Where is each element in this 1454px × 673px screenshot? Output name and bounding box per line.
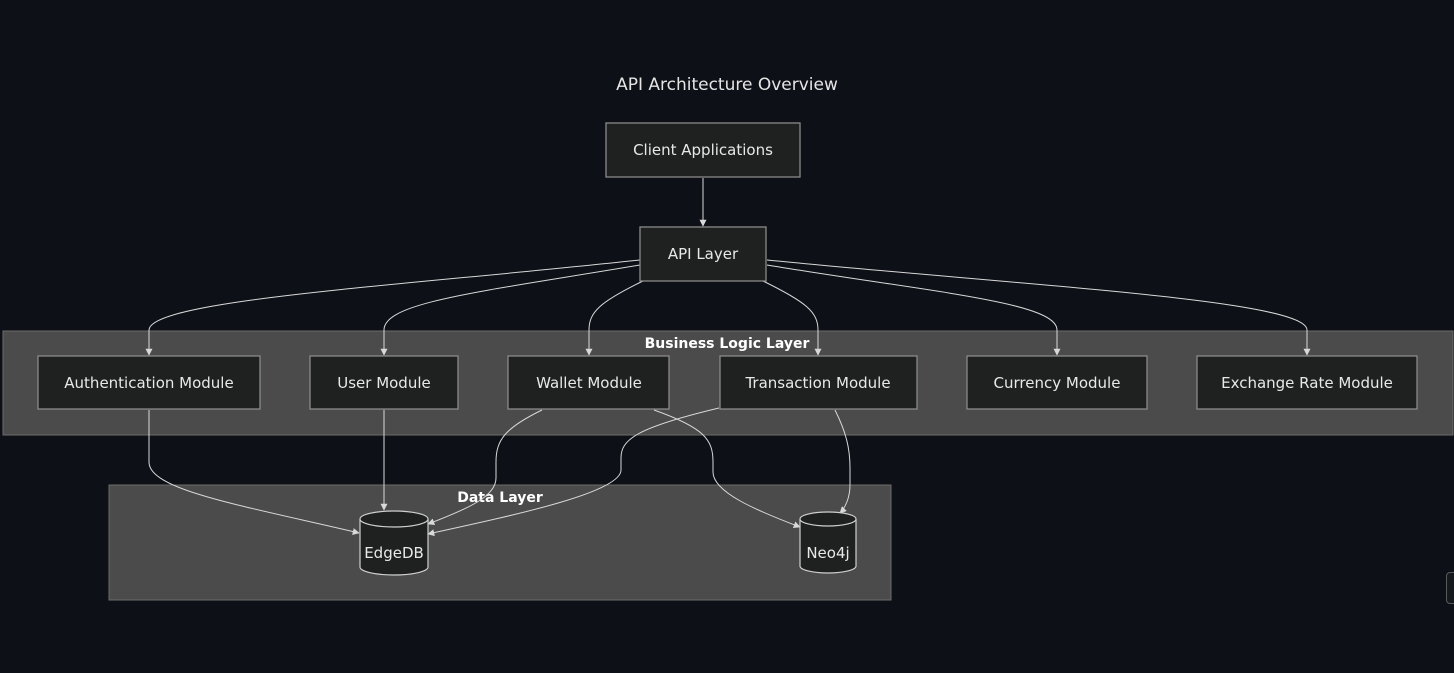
edge-scroll-tab[interactable] — [1446, 572, 1454, 604]
diagram-title: API Architecture Overview — [616, 75, 838, 95]
edge-api-currency — [766, 264, 1061, 356]
node-edgedb-label: EdgeDB — [364, 544, 424, 562]
node-wallet-module[interactable]: Wallet Module — [507, 355, 670, 410]
edges — [145, 178, 1311, 537]
business-logic-cluster-label: Business Logic Layer — [645, 336, 810, 352]
node-wallet-module-label: Wallet Module — [536, 374, 642, 392]
node-neo4j-label: Neo4j — [806, 544, 849, 562]
node-authentication-module[interactable]: Authentication Module — [37, 355, 261, 410]
node-exchange-rate-module-label: Exchange Rate Module — [1221, 374, 1393, 392]
edge-wallet-neo4j — [653, 409, 801, 529]
edge-api-wallet — [585, 280, 644, 356]
node-api-layer-label: API Layer — [668, 245, 739, 263]
node-client-applications[interactable]: Client Applications — [605, 122, 801, 178]
edge-wallet-edgedb — [427, 409, 543, 526]
node-user-module[interactable]: User Module — [309, 355, 459, 410]
node-currency-module-label: Currency Module — [994, 374, 1121, 392]
data-layer-cluster: Data Layer — [108, 484, 892, 601]
edge-auth-edgedb — [148, 410, 360, 535]
node-currency-module[interactable]: Currency Module — [966, 355, 1148, 410]
node-transaction-module-label: Transaction Module — [744, 374, 890, 392]
node-client-applications-label: Client Applications — [633, 141, 773, 159]
edge-transaction-edgedb — [427, 407, 720, 537]
edge-api-transaction — [762, 280, 822, 356]
data-layer-cluster-label: Data Layer — [457, 490, 543, 506]
node-api-layer[interactable]: API Layer — [639, 226, 767, 282]
node-exchange-rate-module[interactable]: Exchange Rate Module — [1196, 355, 1418, 410]
node-edgedb[interactable]: EdgeDB — [359, 510, 429, 576]
edge-api-exchange — [766, 259, 1311, 356]
node-authentication-module-label: Authentication Module — [64, 374, 233, 392]
edge-api-auth — [145, 259, 641, 356]
node-user-module-label: User Module — [337, 374, 431, 392]
node-transaction-module[interactable]: Transaction Module — [719, 355, 918, 410]
edge-api-user — [380, 264, 641, 356]
edge-transaction-neo4j — [834, 409, 851, 514]
node-neo4j[interactable]: Neo4j — [799, 511, 857, 574]
